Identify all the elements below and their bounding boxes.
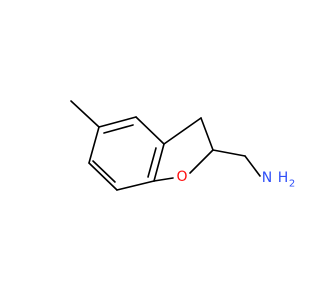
bond-ring-5: [88, 162, 118, 191]
bond-ring-1: [98, 116, 137, 128]
bond-o-aryl: [153, 177, 174, 182]
bond-chain-2: [244, 155, 261, 177]
oxygen-atom-label: O: [176, 169, 187, 185]
bond-chain-1: [212, 149, 246, 157]
structure-diagram: O N H 2: [70, 100, 295, 191]
amine-hydrogen-label: H: [278, 170, 289, 186]
bond-ring-6: [88, 126, 100, 164]
amine-hydrogen-count: 2: [289, 179, 295, 190]
bond-o-c2: [189, 149, 214, 174]
bond-ch2: [163, 117, 202, 145]
bond-ring-1-inner: [103, 124, 134, 134]
molecule-canvas: O N H 2: [70, 100, 296, 191]
bond-ring-5-inner: [92, 160, 116, 183]
bond-ch: [200, 117, 214, 151]
bond-ring-2: [135, 116, 165, 145]
bond-methyl: [70, 100, 100, 128]
bond-ring-3-inner: [147, 147, 157, 178]
bond-ring-3: [153, 143, 165, 182]
nitrogen-atom-label: N: [262, 170, 272, 186]
bond-ring-4: [116, 180, 155, 191]
